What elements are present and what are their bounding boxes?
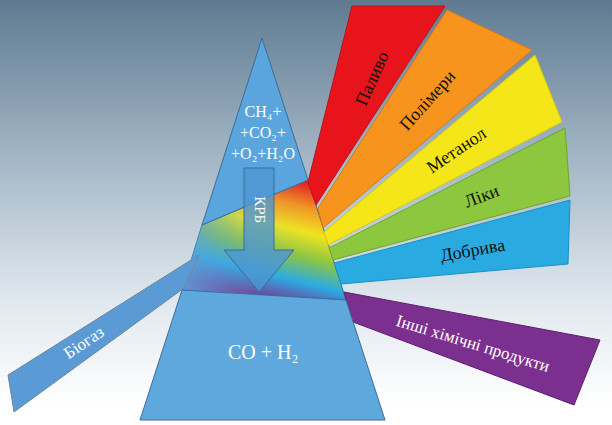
prism-bottom-outline: [140, 290, 385, 420]
process-arrow: КРБ: [224, 168, 294, 292]
prism-top-outline: [202, 38, 308, 225]
node-label: CH₄+ +CO₂+ +O₂+H₂O: [226, 102, 300, 164]
output-band-outline: [334, 200, 570, 284]
output-band: Добрива: [334, 200, 570, 284]
process-arrow-outline: [224, 168, 294, 292]
arrow-label: КРБ: [249, 196, 269, 223]
output-band-outline: [344, 292, 600, 405]
node-label: CO + H₂: [228, 339, 298, 365]
output-band: Інші хімічні продукти: [344, 292, 600, 405]
input-beam-outline: [8, 255, 199, 412]
prism-bottom: CO + H₂: [140, 290, 385, 420]
process-arrow-shape: [224, 168, 294, 292]
